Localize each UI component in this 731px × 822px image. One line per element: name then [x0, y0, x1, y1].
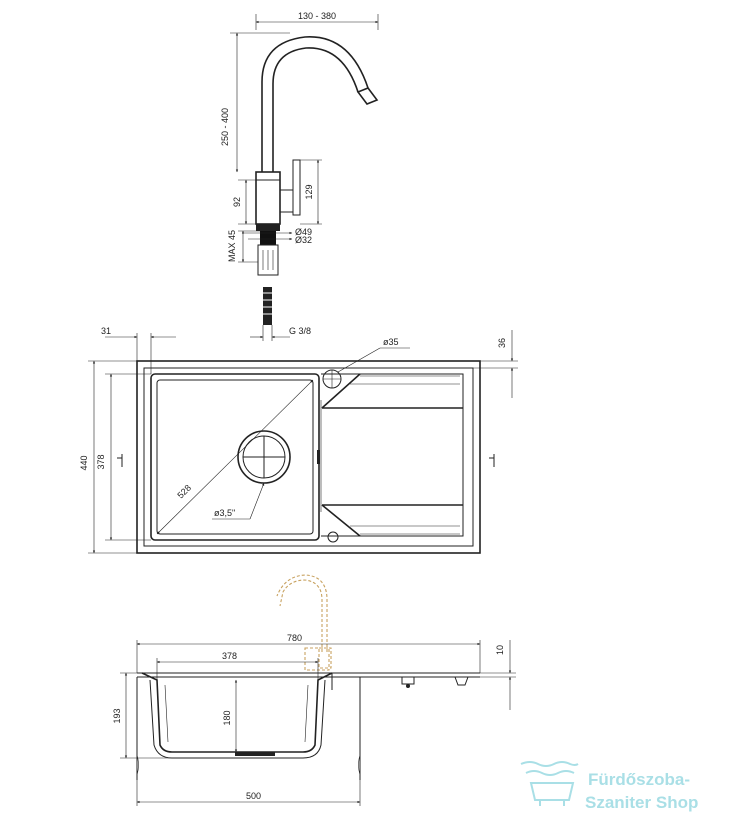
dim-diam-49: Ø49: [295, 227, 312, 237]
dim-base-height: 92: [232, 197, 242, 207]
faucet-drawing: 130 - 380 250 - 400 129 92 MAX 45 Ø49 Ø3…: [220, 11, 379, 341]
faucet-lever: [292, 159, 301, 216]
dim-bowl-width: 378: [222, 651, 237, 661]
dim-bowl-depth: 378: [96, 454, 106, 469]
drainer-board: [321, 373, 464, 537]
dim-drain: ø3,5": [214, 508, 235, 518]
dim-edge-offset: 31: [101, 326, 111, 336]
drainer-rib: [401, 676, 415, 685]
faucet-spout-tip: [356, 87, 379, 105]
sink-outline: [136, 360, 481, 554]
dim-rim-height: 10: [495, 645, 505, 655]
faucet-nut: [257, 244, 279, 276]
bathtub-icon: [520, 761, 579, 806]
dim-body-height: 129: [304, 184, 314, 199]
dim-total-length: 780: [287, 633, 302, 643]
basin-profile: [141, 672, 333, 753]
watermark: Fürdőszoba- Szaniter Shop: [520, 761, 698, 812]
dim-cabinet: 500: [246, 791, 261, 801]
dim-max-deck: MAX 45: [227, 230, 237, 262]
faucet-spout: [261, 36, 369, 172]
dim-total-depth: 440: [79, 455, 89, 470]
faucet-fixing: [260, 231, 276, 245]
faucet-ghost: [276, 574, 328, 652]
dim-height: 250 - 400: [220, 108, 230, 146]
dim-inner-depth: 180: [222, 710, 232, 725]
dim-back-margin: 36: [497, 338, 507, 348]
sink-top-view: 528 ø3,5" ø35 31 36 440 378: [79, 326, 518, 554]
dim-diagonal: 528: [175, 483, 193, 501]
dim-diam-32: Ø32: [295, 235, 312, 245]
faucet-hose: [263, 287, 272, 325]
dim-depth: 193: [112, 708, 122, 723]
sink-side-view: 780 10 378 193 180 500: [112, 574, 516, 806]
dim-tap-hole: ø35: [383, 337, 399, 347]
watermark-line-1: Fürdőszoba-: [588, 770, 690, 789]
faucet-spout-inner: [272, 47, 359, 172]
dim-thread: G 3/8: [289, 326, 311, 336]
faucet-deck: [256, 224, 280, 231]
watermark-line-2: Szaniter Shop: [585, 793, 698, 812]
overflow-hole: [327, 531, 339, 543]
dim-reach: 130 - 380: [298, 11, 336, 21]
